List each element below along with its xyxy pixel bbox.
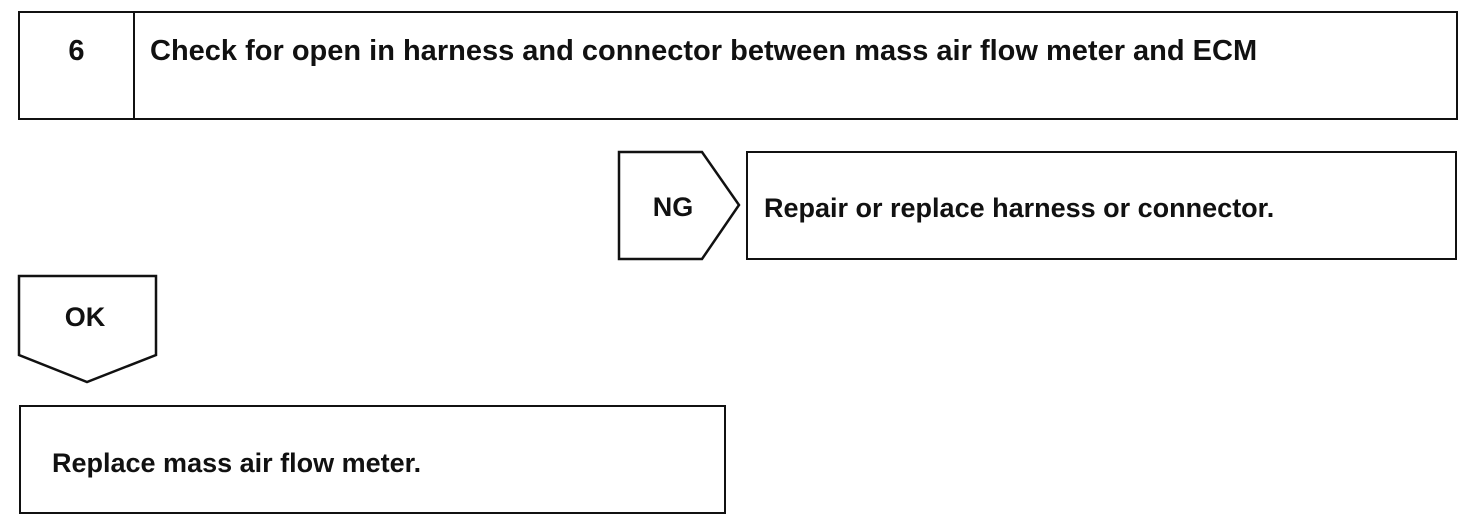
step-divider [133, 13, 135, 118]
ok-label: OK [65, 302, 106, 332]
step-box: 6 Check for open in harness and connecto… [18, 11, 1458, 120]
ng-label: NG [653, 192, 694, 222]
step-title: Check for open in harness and connector … [150, 35, 1258, 67]
ng-result-text: Repair or replace harness or connector. [764, 193, 1275, 223]
ok-result-box: Replace mass air flow meter. [19, 405, 726, 514]
ok-arrow-shape: OK [17, 274, 158, 384]
ng-arrow-shape: NG [617, 150, 741, 261]
step-number: 6 [68, 35, 85, 67]
ng-result-box: Repair or replace harness or connector. [746, 151, 1457, 260]
ok-result-text: Replace mass air flow meter. [52, 448, 422, 478]
